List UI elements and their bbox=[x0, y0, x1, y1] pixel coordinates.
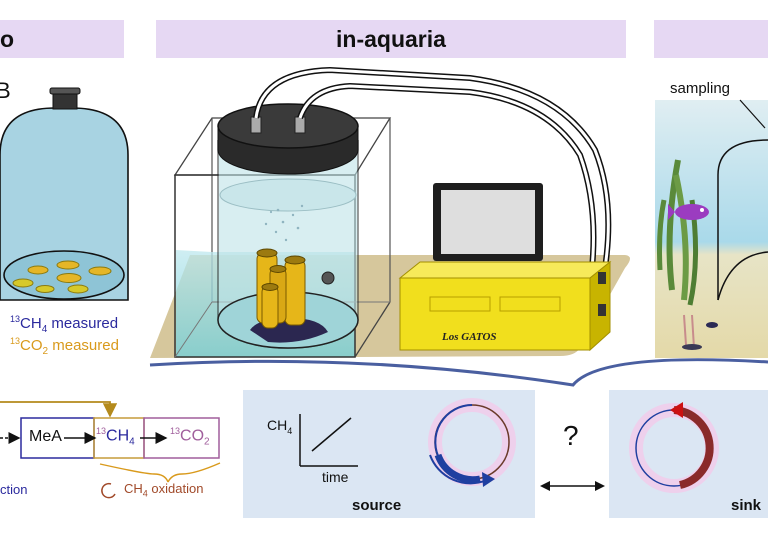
oxidation-label: CH4 oxidation bbox=[124, 481, 203, 499]
instrument-label: Los GATOS bbox=[442, 331, 497, 343]
graph-xlabel: time bbox=[322, 469, 349, 485]
pathway-ch4-label: 13CH4 bbox=[96, 426, 135, 448]
sink-label: sink bbox=[731, 497, 762, 514]
ch4-measured-label: 13CH4 measured bbox=[10, 314, 118, 335]
ch4-measured-text: measured bbox=[47, 315, 119, 332]
source-cycle bbox=[428, 398, 516, 487]
pathway-ch4-formula: CH bbox=[106, 427, 130, 445]
gas-tubing bbox=[253, 66, 612, 269]
pathway-ch4-isotope: 13 bbox=[96, 426, 107, 436]
header-left: o bbox=[0, 20, 124, 58]
panel-letter: B bbox=[0, 78, 11, 103]
co2-measured-text: measured bbox=[48, 337, 119, 354]
oxidation-subscript: 4 bbox=[142, 488, 148, 499]
sponge bbox=[250, 248, 328, 343]
graph-ylabel-formula: CH bbox=[267, 417, 288, 433]
pathway-diagram bbox=[0, 401, 221, 499]
ch4-subscript: 4 bbox=[41, 324, 48, 335]
co2-isotope: 13 bbox=[10, 336, 21, 346]
pathway-co2-subscript: 2 bbox=[204, 436, 210, 448]
incubation-chamber bbox=[217, 103, 359, 349]
sampling-label: sampling bbox=[670, 80, 731, 97]
graph-ylabel: CH4 bbox=[267, 417, 292, 436]
ch4-formula: CH bbox=[20, 315, 42, 332]
sink-cycle bbox=[629, 402, 719, 493]
pathway-ch4-subscript: 4 bbox=[129, 436, 135, 448]
pathway-co2-formula: CO bbox=[180, 427, 205, 445]
co2-subscript: 2 bbox=[42, 346, 49, 357]
header-center: in-aquaria bbox=[156, 20, 626, 58]
pathway-left-label: ction bbox=[0, 482, 28, 497]
bell-jar bbox=[0, 87, 129, 301]
source-graph bbox=[299, 414, 358, 467]
pathway-co2-label: 13CO2 bbox=[170, 426, 210, 448]
header-center-label: in-aquaria bbox=[336, 25, 446, 52]
field-scene bbox=[655, 99, 768, 358]
ch4-isotope: 13 bbox=[10, 314, 21, 324]
oxidation-formula: CH bbox=[124, 481, 143, 496]
oxidation-text: oxidation bbox=[147, 481, 204, 496]
source-label: source bbox=[352, 497, 402, 514]
gas-analyzer bbox=[398, 260, 612, 352]
curly-brace bbox=[149, 358, 768, 387]
bidirectional-arrow bbox=[540, 481, 605, 491]
question-mark: ? bbox=[563, 420, 579, 451]
co2-measured-label: 13CO2 measured bbox=[10, 336, 119, 357]
graph-ylabel-subscript: 4 bbox=[287, 425, 293, 436]
co2-formula: CO bbox=[20, 337, 43, 354]
mea-label: MeA bbox=[29, 428, 62, 445]
header-left-label: o bbox=[0, 25, 15, 52]
pathway-co2-isotope: 13 bbox=[170, 426, 181, 436]
header-right bbox=[654, 20, 768, 58]
